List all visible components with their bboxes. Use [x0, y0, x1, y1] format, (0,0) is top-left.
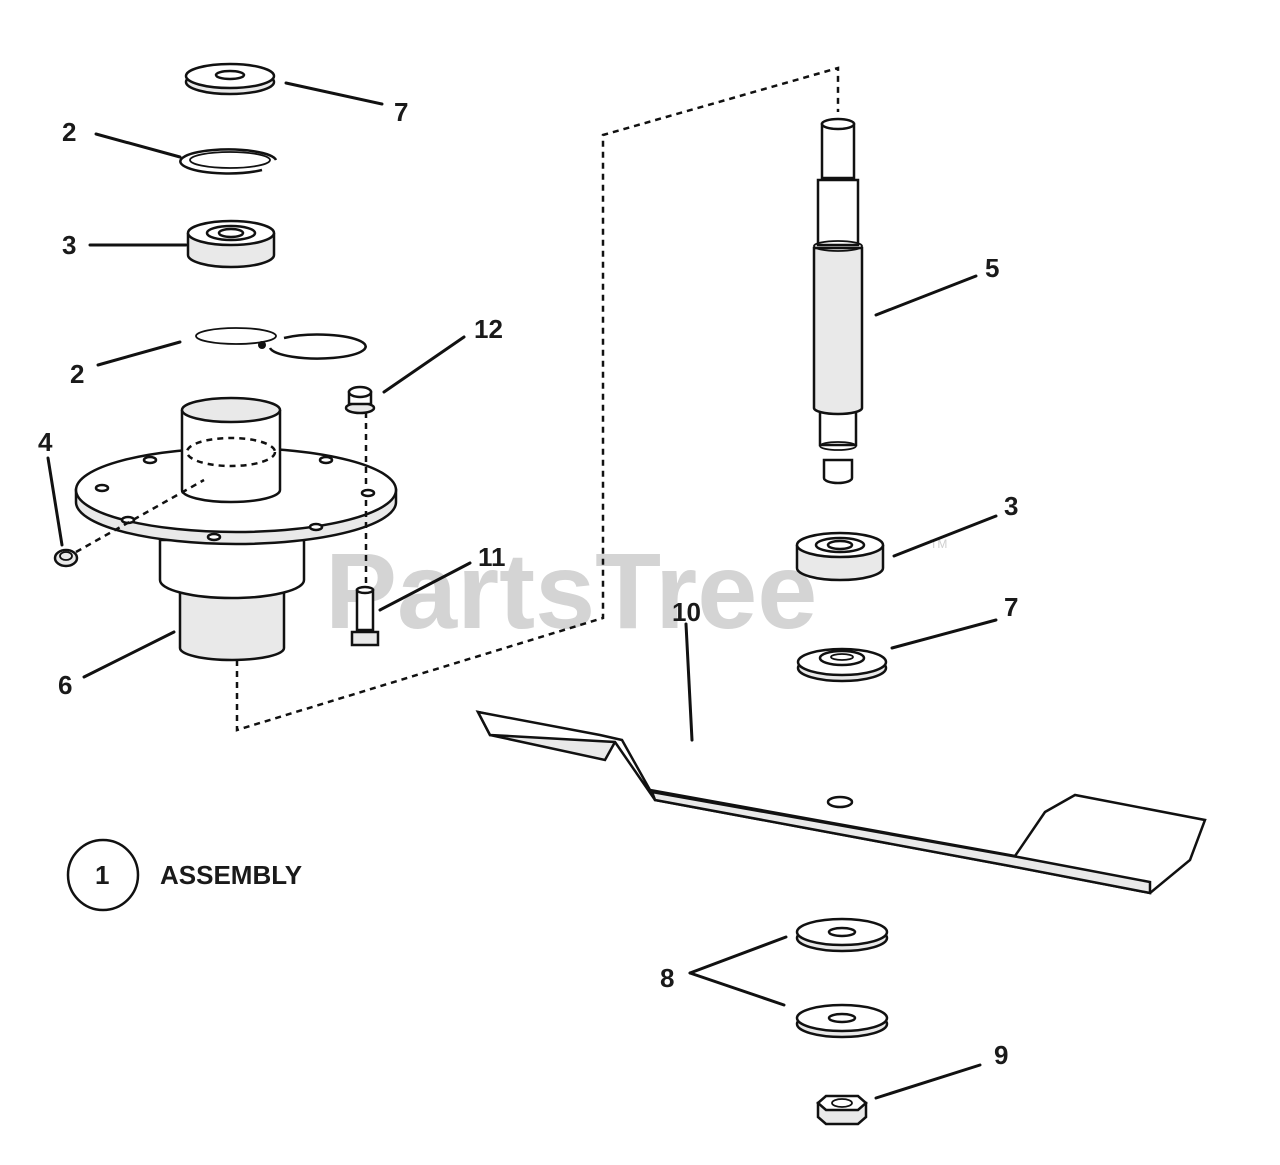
- callout-2-top: 2: [62, 117, 76, 147]
- callout-11: 11: [478, 542, 506, 572]
- blade-10: [475, 710, 1207, 895]
- callout-6: 6: [58, 670, 72, 700]
- leader-lines: [46, 81, 998, 1100]
- flange-nut-12: [344, 385, 376, 415]
- callout-2-bottom: 2: [70, 359, 84, 389]
- washer-7-top: [184, 62, 276, 96]
- callout-7-right: 7: [1004, 592, 1018, 622]
- assembly-legend: 1 ASSEMBLY: [66, 838, 302, 912]
- callout-3-right: 3: [1004, 491, 1018, 521]
- callout-3-top: 3: [62, 230, 76, 260]
- callout-7-top: 7: [394, 97, 408, 127]
- callout-9: 9: [994, 1040, 1008, 1070]
- shaft-5: [812, 117, 864, 485]
- retaining-ring-2-bottom: [195, 327, 367, 360]
- assembly-path-line: [235, 66, 840, 732]
- grease-fitting-4: [53, 548, 79, 568]
- spindle-housing-6: [74, 396, 398, 662]
- callout-4: 4: [38, 427, 53, 457]
- callout-10: 10: [672, 597, 701, 627]
- washer-7-right: [796, 647, 888, 683]
- callout-8: 8: [660, 963, 674, 993]
- bearing-3-top: [186, 219, 276, 269]
- watermark: PartsTree: [325, 530, 817, 651]
- callout-5: 5: [985, 253, 999, 283]
- screw-11: [350, 585, 380, 647]
- washer-8-upper: [795, 917, 889, 953]
- legend-number: 1: [95, 860, 109, 890]
- bearing-3-right: [795, 531, 885, 582]
- hex-nut-9: [816, 1094, 868, 1126]
- retaining-ring-2-top: [179, 148, 278, 175]
- legend-circle: [66, 838, 140, 912]
- callout-12: 12: [474, 314, 503, 344]
- washer-8-lower: [795, 1003, 889, 1039]
- legend-label: ASSEMBLY: [160, 860, 302, 890]
